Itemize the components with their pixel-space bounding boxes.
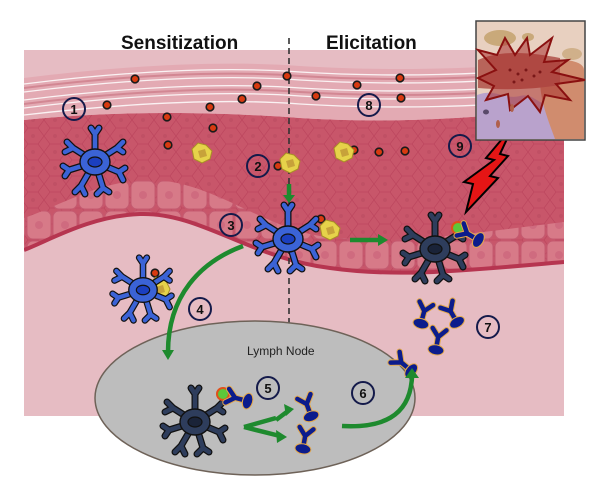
hapten-icon [208,123,218,133]
hapten-icon [237,94,247,104]
t-cell-icon [412,298,437,330]
step-marker-1: 1 [62,97,86,121]
hapten-icon [130,74,140,84]
dendritic-cell-resting [59,124,129,198]
hapten-icon [374,147,384,157]
process-arrows [165,184,415,439]
t-cell-icon [427,324,450,356]
hapten-icon [400,146,410,156]
dendritic-cell-hapten-uptake [252,201,322,275]
hapten-icon [395,73,405,83]
step-marker-6: 6 [351,381,375,405]
heading-sensitization: Sensitization [121,33,239,54]
t-cell-icon [294,423,317,455]
hapten-protein-complex [279,152,301,174]
dendritic-cell-mature-node [159,384,229,458]
hapten-icon [150,268,160,278]
hapten-icon [396,93,406,103]
arrow-dc-migration-to-node [165,243,244,353]
dendritic-cell-migrating [109,254,175,324]
hapten-icon [163,140,173,150]
step-marker-9: 9 [448,134,472,158]
lightning-bolt-icon [461,125,514,216]
step-marker-2: 2 [246,154,270,178]
inflammation-inset [475,20,586,141]
hapten-icon [102,100,112,110]
arrow-expansion-down [243,424,281,439]
hapten-icon [311,91,321,101]
t-cell-icon [437,297,465,329]
step-marker-5: 5 [256,376,280,400]
hapten-icon [252,81,262,91]
hapten-icon [352,80,362,90]
skin-tissue [24,50,564,416]
lymph-node-label: Lymph Node [247,344,315,358]
lymph-node [94,320,416,476]
hapten-protein-complex [191,142,213,164]
arrow-heads [162,195,419,443]
hapten-icon [282,71,292,81]
step-marker-3: 3 [219,213,243,237]
hapten-icon [205,102,215,112]
hapten-protein-complex [333,141,355,163]
hapten-icon [162,112,172,122]
step-marker-4: 4 [188,297,212,321]
heading-elicitation: Elicitation [326,33,417,54]
hapten-protein-complex [319,219,341,241]
t-cell-bound-node [222,385,254,410]
t-cell-icon [294,390,320,423]
step-marker-7: 7 [476,315,500,339]
step-marker-8: 8 [357,93,381,117]
t-cell-bound-skin [453,220,485,248]
arrow-to-circulation [341,376,415,429]
hapten-molecules [102,71,410,278]
